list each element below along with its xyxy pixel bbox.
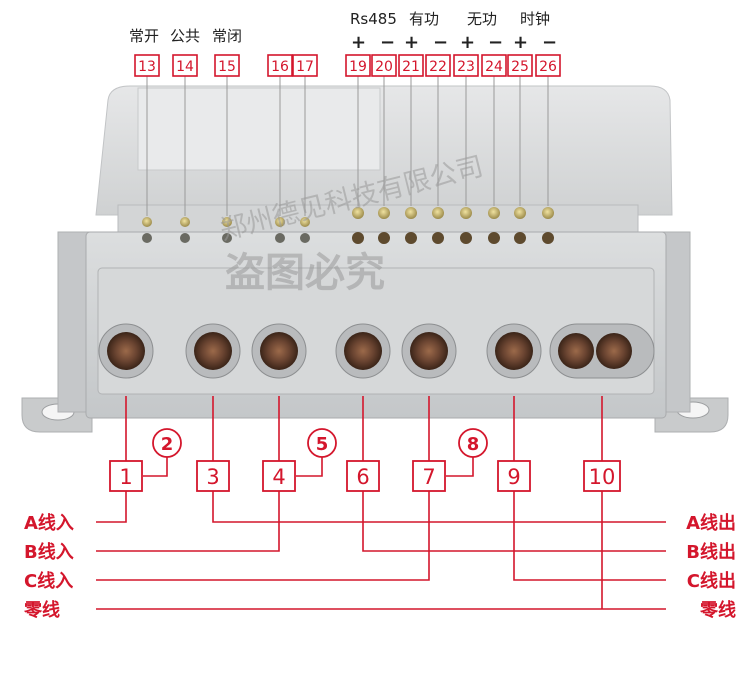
polarity-signs: + − + − + − + − (351, 32, 557, 53)
bottom-terminals: 1 3 4 6 7 9 10 (109, 460, 621, 492)
terminal-22: 22 (429, 59, 447, 75)
terminal-19: 19 (349, 59, 367, 75)
label-b-in: B线入 (24, 541, 74, 563)
terminal-7: 7 (422, 465, 435, 489)
minus-sign: − (488, 32, 503, 53)
circled-terminals: 2 5 8 (152, 428, 488, 458)
wiring-lines (96, 396, 666, 610)
label-c-in: C线入 (24, 570, 73, 592)
plus-sign: + (513, 32, 528, 53)
label-clock: 时钟 (520, 10, 550, 28)
top-terminals: 13 14 15 16 17 19 20 21 22 23 24 25 26 (134, 54, 561, 216)
terminal-5: 5 (316, 434, 329, 455)
label-active: 有功 (409, 10, 439, 28)
terminal-16: 16 (271, 59, 289, 75)
label-b-out: B线出 (686, 541, 736, 563)
minus-sign: − (380, 32, 395, 53)
terminal-17: 17 (296, 59, 314, 75)
plus-sign: + (404, 32, 419, 53)
minus-sign: − (433, 32, 448, 53)
plus-sign: + (460, 32, 475, 53)
terminal-26: 26 (539, 59, 557, 75)
terminal-4: 4 (272, 465, 285, 489)
terminal-23: 23 (457, 59, 475, 75)
right-wire-labels: A线出 B线出 C线出 零线 (686, 512, 736, 621)
label-reactive: 无功 (467, 10, 497, 28)
terminal-20: 20 (375, 59, 393, 75)
left-wire-labels: A线入 B线入 C线入 零线 (23, 512, 74, 621)
terminal-25: 25 (511, 59, 529, 75)
minus-sign: − (542, 32, 557, 53)
terminal-8: 8 (467, 434, 480, 455)
terminal-9: 9 (507, 465, 520, 489)
top-screws (142, 207, 554, 244)
terminal-6: 6 (356, 465, 369, 489)
terminal-3: 3 (206, 465, 219, 489)
terminal-14: 14 (176, 59, 194, 75)
terminal-21: 21 (402, 59, 420, 75)
label-rs485: Rs485 (350, 10, 397, 28)
label-normally-open: 常开 (129, 27, 159, 45)
label-a-in: A线入 (24, 512, 74, 534)
current-terminal-holes (98, 323, 655, 379)
terminal-10: 10 (589, 465, 616, 489)
label-a-out: A线出 (686, 512, 736, 534)
top-group-labels: 常开 公共 常闭 Rs485 有功 无功 时钟 (129, 10, 550, 45)
terminal-1: 1 (119, 465, 132, 489)
plus-sign: + (351, 32, 366, 53)
watermark-stamp: 盗图必究 (225, 250, 385, 296)
label-neutral-in: 零线 (23, 599, 60, 621)
terminal-2: 2 (161, 434, 174, 455)
terminal-15: 15 (218, 59, 236, 75)
label-normally-closed: 常闭 (212, 27, 242, 45)
label-c-out: C线出 (687, 570, 736, 592)
terminal-24: 24 (485, 59, 503, 75)
label-common: 公共 (170, 27, 200, 45)
meter-photo: 郑州德见科技有限公司 盗图必究 (21, 85, 729, 433)
terminal-13: 13 (138, 59, 156, 75)
label-neutral-out: 零线 (699, 599, 736, 621)
